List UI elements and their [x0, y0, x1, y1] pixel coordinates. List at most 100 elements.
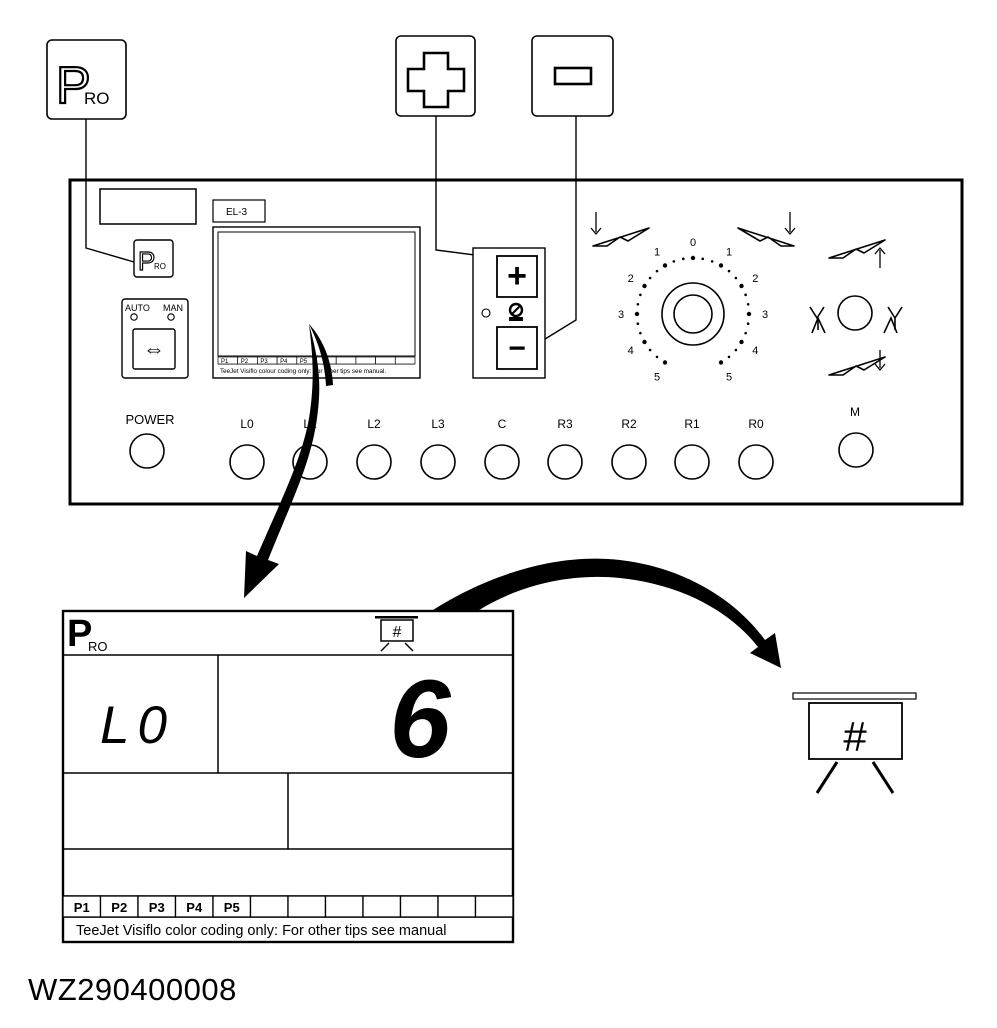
dial-label: 4 — [752, 345, 758, 357]
model-label: EL-3 — [226, 207, 248, 218]
svg-text:P: P — [138, 246, 155, 276]
man-label: MAN — [163, 303, 183, 313]
dial-tick — [746, 322, 750, 326]
dial-tick — [648, 276, 652, 280]
dial-label: 1 — [726, 247, 732, 259]
auto-led — [130, 313, 138, 321]
dial-tick — [636, 322, 640, 326]
dial-label: 5 — [654, 371, 660, 383]
dial-label: 0 — [690, 237, 696, 249]
boom-fold-right-icon — [883, 306, 903, 334]
section-button[interactable] — [738, 444, 774, 480]
dial-tick — [734, 276, 738, 280]
section-r3: R3 — [547, 417, 583, 480]
dial-tick — [734, 348, 738, 352]
section-button[interactable] — [229, 444, 265, 480]
dial-tick — [710, 260, 714, 263]
minus-button[interactable]: − — [496, 326, 538, 370]
dial-tick — [648, 348, 652, 352]
display-tab — [249, 895, 289, 918]
dial-tick — [718, 360, 724, 365]
dial-tick — [681, 257, 685, 261]
plus-callout — [395, 35, 476, 117]
enlarged-easel-icon: # — [792, 692, 917, 794]
display-tab — [324, 895, 364, 918]
dial-tick — [718, 263, 724, 268]
plus-button[interactable]: + — [496, 255, 538, 298]
display-footer: TeeJet Visiflo color coding only: For ot… — [76, 923, 446, 939]
display-tab — [474, 895, 514, 918]
m-button[interactable] — [838, 432, 874, 468]
section-button[interactable] — [420, 444, 456, 480]
dial-tick — [701, 257, 705, 261]
svg-text:RO: RO — [88, 639, 108, 654]
curved-arrow-right — [433, 558, 781, 668]
display-pro-logo: P RO — [67, 613, 108, 655]
boom-fold-left-icon — [809, 306, 826, 334]
dial-tick — [662, 263, 668, 268]
dial-label: 5 — [726, 371, 732, 383]
section-label: R1 — [684, 417, 700, 431]
section-button[interactable] — [611, 444, 647, 480]
svg-text:+: + — [507, 257, 527, 295]
svg-text:P: P — [67, 613, 92, 655]
display-tab-label: P2 — [111, 900, 127, 915]
panel-lcd-tab — [355, 356, 376, 365]
section-label: L2 — [367, 417, 381, 431]
curved-arrow-down — [244, 324, 333, 598]
svg-text:#: # — [843, 713, 867, 760]
dial-label: 1 — [654, 247, 660, 259]
display-section-value: L0 — [100, 696, 175, 755]
display-easel-icon: # — [375, 616, 418, 652]
pro-button[interactable]: P RO — [133, 239, 174, 278]
dial-label: 4 — [628, 345, 634, 357]
minus-callout — [531, 35, 614, 117]
panel-lcd-tab — [335, 356, 357, 365]
section-button[interactable] — [356, 444, 392, 480]
display-tab — [362, 895, 402, 918]
section-r2: R2 — [611, 417, 647, 480]
panel-lcd-tab-label: P2 — [241, 359, 249, 365]
swap-arrow-icon: ⇔ — [143, 336, 165, 361]
m-label: M — [850, 405, 860, 419]
pro-callout: P RO — [46, 39, 127, 120]
boom-lower-icon — [828, 350, 886, 376]
pro-callout-ro: RO — [84, 89, 110, 108]
dial-label: 2 — [752, 273, 758, 285]
auto-man-button[interactable]: ⇔ — [132, 328, 176, 370]
section-label: L0 — [240, 417, 254, 431]
display-tab — [437, 895, 477, 918]
dial-label: 2 — [628, 273, 634, 285]
dial-tick — [655, 269, 659, 273]
dial-tick — [662, 360, 668, 365]
boom-joystick-button[interactable] — [837, 295, 873, 331]
panel-lcd-tab-label: P3 — [260, 359, 268, 365]
dial-tick — [642, 339, 647, 345]
dial-tick — [727, 355, 731, 359]
power-button[interactable] — [129, 433, 165, 469]
minus-callout-icon — [553, 66, 593, 86]
section-button[interactable] — [674, 444, 710, 480]
dial-tick — [739, 283, 744, 289]
section-button[interactable] — [547, 444, 583, 480]
display-tab-label: P1 — [74, 900, 90, 915]
svg-text:−: − — [508, 332, 526, 365]
man-led — [167, 313, 175, 321]
section-label: R2 — [621, 417, 637, 431]
section-l3: L3 — [420, 417, 456, 480]
panel-lcd-tab-label: P1 — [221, 359, 229, 365]
plus-callout-icon — [406, 51, 466, 109]
panel-lcd-footer: TeeJet Visiflo colour coding only: For o… — [220, 368, 386, 375]
section-c: C — [484, 417, 520, 480]
control-panel — [68, 178, 964, 506]
panel-lcd-tab-label: P5 — [300, 359, 308, 365]
pro-callout-p: P — [56, 57, 91, 115]
display-tab-label: P4 — [186, 900, 203, 915]
dial-tick — [739, 339, 744, 345]
section-button[interactable] — [484, 444, 520, 480]
section-r0: R0 — [738, 417, 774, 480]
auto-label: AUTO — [125, 303, 150, 313]
